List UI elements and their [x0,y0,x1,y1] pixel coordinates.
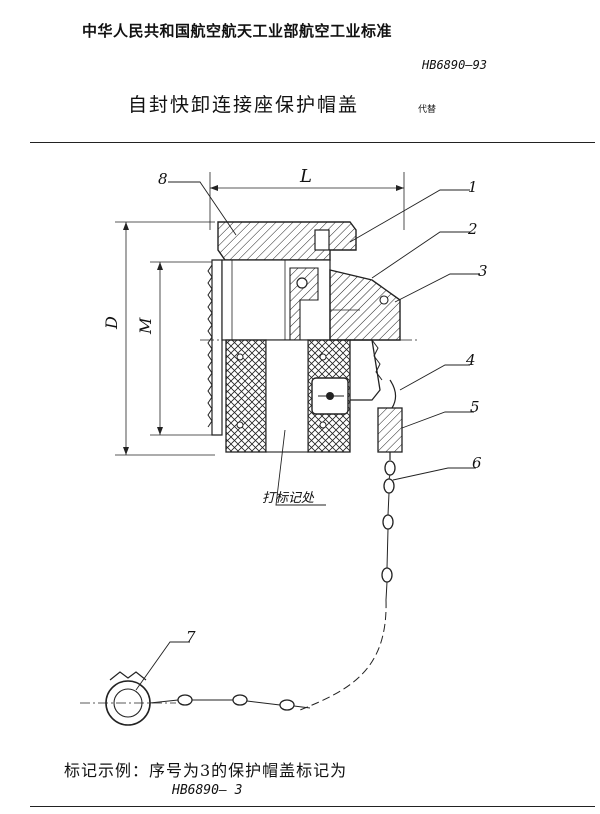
thread-dimension: M [136,261,212,436]
callout-7: 7 [186,628,196,646]
leader-lines [135,181,480,691]
ministry-header: 中华人民共和国航空航天工业部航空工业标准 [82,22,393,40]
callout-5: 5 [470,398,480,416]
header-divider [30,142,595,143]
marking-example: 标记示例：序号为3的保护帽盖标记为 [64,761,348,780]
callout-8: 8 [158,170,168,188]
replaces-label: 代替 [418,105,437,115]
document-title: 自封快卸连接座保护帽盖 [128,94,360,116]
length-label: L [299,166,312,187]
diameter-dimension: D [102,221,215,456]
thread-label: M [136,317,155,335]
callout-3: 3 [478,262,488,280]
diameter-label: D [102,316,121,330]
chain-assembly [299,379,403,711]
callout-4: 4 [465,351,476,369]
footer-divider [30,806,595,807]
callout-2: 2 [467,220,478,238]
marking-code: HB6890— 3 [172,783,243,798]
stamp-note: 打标记处 [262,491,315,506]
standard-code: HB6890—93 [422,58,488,72]
cap-body [200,221,420,453]
lanyard-ring [80,671,311,726]
callout-1: 1 [468,178,478,196]
length-dimension: L [209,166,405,230]
technical-drawing: L D M [80,166,488,726]
callout-6: 6 [472,454,482,472]
